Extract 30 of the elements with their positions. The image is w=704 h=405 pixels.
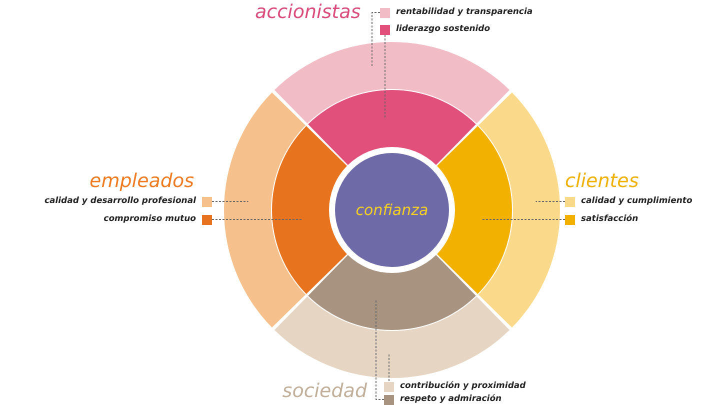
ring-segment	[437, 126, 512, 294]
leader-line	[212, 219, 302, 220]
ring-segment	[478, 92, 560, 328]
leader-line	[384, 34, 386, 120]
item-label: compromiso mutuo	[104, 214, 196, 225]
item-label: satisfacción	[581, 214, 638, 225]
ring-segment	[308, 90, 476, 165]
center-label: confianza	[356, 201, 428, 219]
ring-segment	[274, 42, 510, 124]
ring-segment	[308, 255, 476, 330]
leader-line	[212, 201, 249, 202]
group-heading: clientes	[565, 170, 639, 192]
ring-segment	[224, 92, 306, 328]
leader-line	[535, 201, 566, 202]
leader-line	[376, 299, 384, 400]
item-label: calidad y cumplimiento	[581, 196, 692, 207]
item-label: calidad y desarrollo profesional	[44, 196, 196, 207]
item-label: liderazgo sostenido	[396, 24, 490, 35]
leader-line	[388, 354, 390, 382]
group-heading: sociedad	[282, 380, 367, 402]
ring-segment	[274, 296, 510, 378]
item-label: contribución y proximidad	[400, 381, 526, 392]
center-circle	[335, 153, 449, 267]
leader-line	[372, 12, 380, 68]
ring-segment	[272, 126, 347, 294]
leader-line	[482, 219, 566, 220]
group-heading: empleados	[90, 170, 194, 192]
group-heading: accionistas	[255, 1, 361, 23]
item-label: respeto y admiración	[400, 394, 502, 405]
item-label: rentabilidad y transparencia	[396, 7, 533, 18]
